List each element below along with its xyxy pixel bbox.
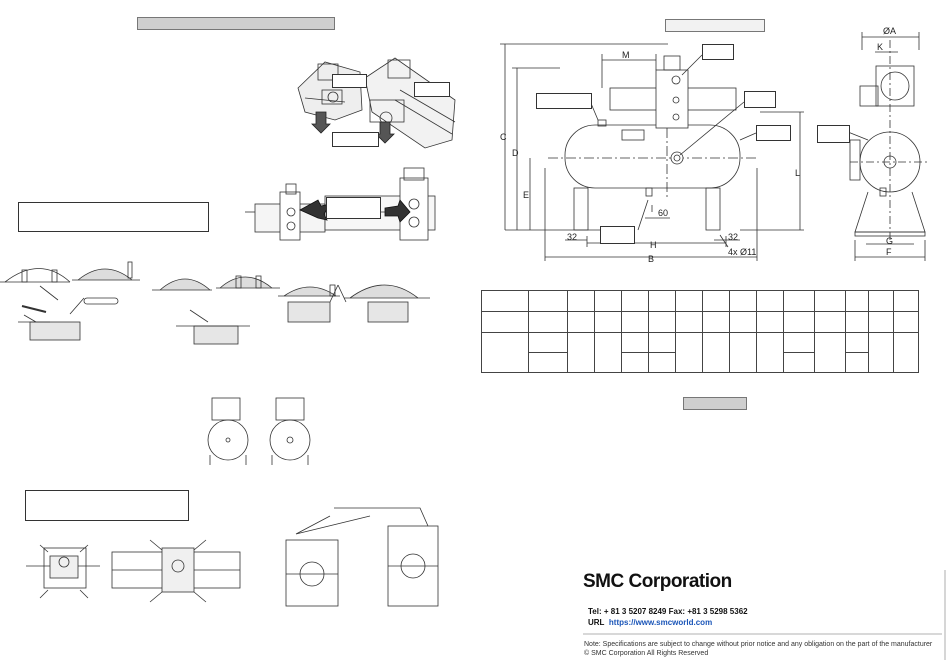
dim-H: H: [650, 240, 657, 250]
note-box-lower: [25, 490, 189, 521]
callout-box-port: [536, 93, 592, 109]
footer-note: Note: Specifications are subject to chan…: [584, 640, 932, 658]
top-view-small: [26, 544, 100, 599]
dim-C: C: [500, 132, 507, 142]
dim-L: L: [795, 168, 800, 178]
note-box-upper: [18, 202, 209, 232]
copyright-text: © SMC Corporation All Rights Reserved: [584, 650, 709, 657]
tel-label: Tel:: [588, 607, 602, 616]
tank-front-views: [207, 397, 311, 465]
callout-box-outlet: [744, 91, 776, 108]
dim-E: E: [523, 190, 529, 200]
base-plate-small: [285, 515, 371, 607]
dim-A: ØA: [883, 26, 896, 36]
dim-B: B: [648, 254, 654, 264]
tank-body: [564, 124, 741, 189]
dim-K: K: [877, 42, 883, 52]
dim-holes: 4x Ø11: [728, 247, 756, 257]
dim-32-right: 32: [728, 232, 738, 242]
contact-info: Tel: + 81 3 5207 8249 Fax: +81 3 5298 53…: [588, 606, 748, 628]
base-plate-large: [334, 507, 439, 607]
callout-box-4: [326, 197, 381, 219]
tel-number: + 81 3 5207 8249: [603, 607, 667, 616]
callout-box-tank: [756, 125, 791, 141]
dim-M: M: [622, 50, 630, 60]
website-link[interactable]: https://www.smcworld.com: [608, 618, 713, 627]
dim-D: D: [512, 148, 519, 158]
dimensions-header-bar: [665, 19, 765, 32]
callout-box-side: [817, 125, 850, 143]
assembly-image-2: [364, 57, 456, 149]
callout-box-2: [414, 82, 450, 97]
fax-label: Fax:: [668, 607, 686, 616]
left-section-header-bar: [137, 17, 335, 30]
callout-box-gauge: [702, 44, 734, 60]
top-view-long: [111, 539, 241, 603]
specifications-header-bar: [683, 397, 747, 410]
dim-60: 60: [658, 208, 668, 218]
fax-number: +81 3 5298 5362: [687, 607, 748, 616]
dim-F: F: [886, 247, 892, 257]
spec-table: [481, 290, 919, 373]
dim-32-left: 32: [567, 232, 577, 242]
callout-box-1: [332, 74, 367, 88]
callout-box-3: [332, 132, 379, 147]
url-label: URL: [588, 618, 605, 627]
disclaimer-text: Note: Specifications are subject to chan…: [584, 641, 933, 648]
dim-G: G: [886, 236, 893, 246]
brand-name: SMC Corporation: [583, 571, 732, 592]
cross-section-row: [0, 261, 430, 345]
callout-box-drain: [600, 226, 635, 244]
